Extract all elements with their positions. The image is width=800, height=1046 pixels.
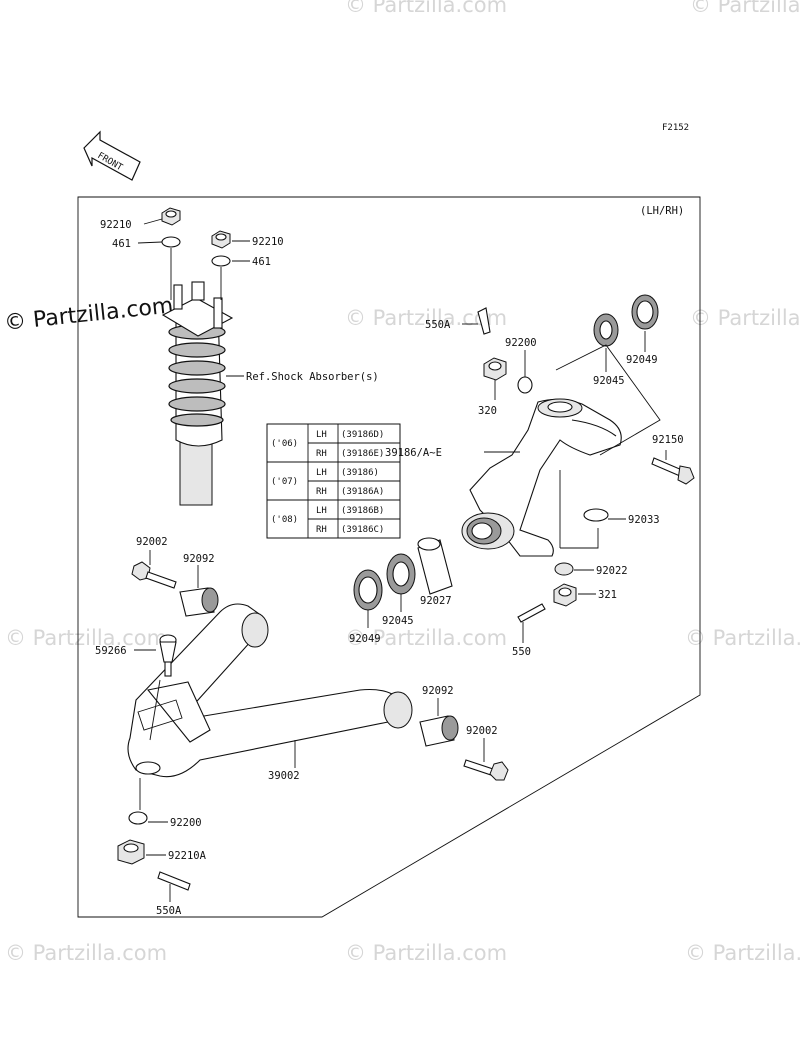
label-92200-bottom: 92200 xyxy=(170,817,202,829)
bearing-92045-bottom-icon xyxy=(386,553,416,595)
cotter-pin-550A-top-icon xyxy=(477,307,491,335)
year-table-side: RH xyxy=(316,449,327,459)
year-table-part: (39186A) xyxy=(341,487,384,497)
year-table-part: (39186C) xyxy=(341,525,384,535)
year-table-side: LH xyxy=(316,430,327,440)
watermark: © Partzilla.com xyxy=(690,0,800,17)
year-table-part: (39186B) xyxy=(341,506,384,516)
label-321: 321 xyxy=(598,589,617,601)
year-table: ('06) LH (39186D) RH (39186E) ('07) LH (… xyxy=(266,423,401,539)
year-table-side: LH xyxy=(316,506,327,516)
year-table-part: (39186E) xyxy=(341,449,384,459)
label-550: 550 xyxy=(512,646,531,658)
watermark: © Partzilla.com xyxy=(5,941,167,965)
watermark: © Partzilla.com xyxy=(690,306,800,330)
label-92210-right: 92210 xyxy=(252,236,284,248)
label-92027: 92027 xyxy=(420,595,452,607)
cotter-pin-550A-bottom-icon xyxy=(157,871,191,891)
bearing-92049-top-icon xyxy=(631,294,659,330)
nut-320-icon xyxy=(483,357,507,381)
washer-461-left-icon xyxy=(161,236,181,248)
nut-92210A-icon xyxy=(117,839,145,865)
label-320: 320 xyxy=(478,405,497,417)
nut-92210-right-icon xyxy=(211,230,231,249)
label-39186: 39186/A~E xyxy=(385,447,442,459)
a-arm-39002 xyxy=(127,603,413,778)
nut-92210-left-icon xyxy=(161,207,181,226)
washer-92200-top-icon xyxy=(517,376,533,394)
cotter-pin-550-icon xyxy=(517,603,546,623)
bolt-92150-icon xyxy=(651,457,695,485)
label-92045-bottom: 92045 xyxy=(382,615,414,627)
washer-92200-bottom-icon xyxy=(128,811,148,825)
year-table-year: ('08) xyxy=(271,515,298,525)
ball-joint-59266-icon xyxy=(159,634,177,677)
bolt-92002-right-icon xyxy=(463,759,509,781)
watermark: © Partzilla.com xyxy=(685,941,800,965)
snap-ring-92033-icon xyxy=(583,508,609,522)
front-arrow-icon: FRONT xyxy=(83,130,141,181)
watermark: © Partzilla.com xyxy=(345,941,507,965)
year-table-part: (39186D) xyxy=(341,430,384,440)
label-92033: 92033 xyxy=(628,514,660,526)
collar-92027-icon xyxy=(417,537,453,595)
year-table-year: ('06) xyxy=(271,439,298,449)
label-92049-top: 92049 xyxy=(626,354,658,366)
watermark: © Partzilla.com xyxy=(345,0,507,17)
variant-note: (LH/RH) xyxy=(640,205,684,217)
watermark-layer: © Partzilla.com © Partzilla.com © Partzi… xyxy=(3,0,800,965)
bushing-92092-top-icon xyxy=(179,587,219,617)
year-table-side: LH xyxy=(316,468,327,478)
label-92022: 92022 xyxy=(596,565,628,577)
label-92200-top: 92200 xyxy=(505,337,537,349)
bearing-92049-bottom-icon xyxy=(353,569,383,611)
label-92150: 92150 xyxy=(652,434,684,446)
washer-461-right-icon xyxy=(211,255,231,267)
label-92210A: 92210A xyxy=(168,850,207,862)
year-table-side: RH xyxy=(316,487,327,497)
label-59266: 59266 xyxy=(95,645,127,657)
label-461-left: 461 xyxy=(112,238,131,250)
label-461-right: 461 xyxy=(252,256,271,268)
label-92049-bottom: 92049 xyxy=(349,633,381,645)
label-92092-top: 92092 xyxy=(183,553,215,565)
watermark: © Partzilla.com xyxy=(685,626,800,650)
label-92002-right: 92002 xyxy=(466,725,498,737)
label-92210-left: 92210 xyxy=(100,219,132,231)
year-table-year: ('07) xyxy=(271,477,298,487)
label-92002-top: 92002 xyxy=(136,536,168,548)
watermark: © Partzilla.com xyxy=(345,626,507,650)
diagram-frame xyxy=(77,196,701,918)
bushing-92092-right-icon xyxy=(419,715,459,747)
figure-code: F2152 xyxy=(662,123,689,133)
watermark: © Partzilla.com xyxy=(5,626,167,650)
year-table-part: (39186) xyxy=(341,468,379,478)
label-ref-shock: Ref.Shock Absorber(s) xyxy=(246,371,379,383)
label-550A-bottom: 550A xyxy=(156,905,182,917)
year-table-side: RH xyxy=(316,525,327,535)
shock-absorber xyxy=(161,281,234,506)
nut-321-icon xyxy=(553,583,577,607)
label-39002: 39002 xyxy=(268,770,300,782)
bearing-92045-top-icon xyxy=(593,313,619,347)
label-92092-right: 92092 xyxy=(422,685,454,697)
washer-92022-icon xyxy=(554,562,574,576)
steering-knuckle xyxy=(461,398,622,557)
bolt-92002-top-icon xyxy=(131,561,177,589)
watermark-dark: © Partzilla.com xyxy=(3,293,174,336)
label-92045-top: 92045 xyxy=(593,375,625,387)
label-550A-top: 550A xyxy=(425,319,451,331)
